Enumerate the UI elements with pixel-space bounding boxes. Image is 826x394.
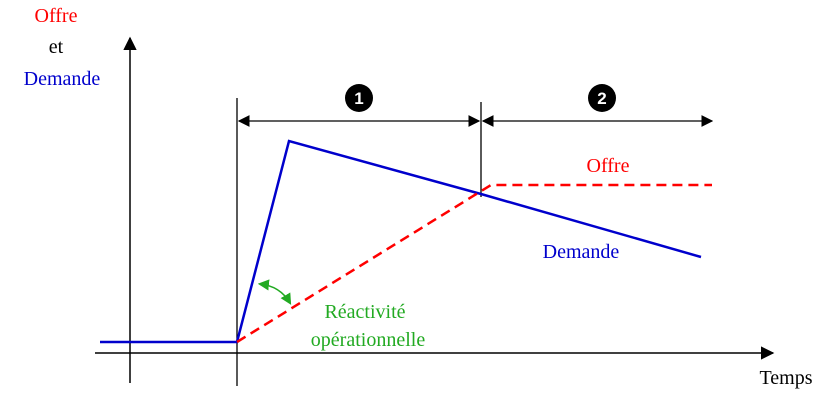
demande-curve-label: Demande — [543, 241, 620, 263]
demande-curve — [100, 139, 702, 344]
reactivite-arc-arrow — [257, 279, 292, 305]
y-axis-label-et: et — [49, 36, 64, 58]
x-axis-label: Temps — [759, 367, 812, 389]
phase-1-number: 1 — [354, 89, 363, 108]
reactivite-label-line2: opérationnelle — [311, 329, 426, 351]
phase-2-badge — [588, 84, 616, 112]
offre-curve-label: Offre — [587, 155, 630, 177]
offre-curve — [236, 183, 712, 344]
y-axis-label-demande: Demande — [24, 68, 101, 90]
y-axis-label-offre: Offre — [35, 5, 78, 27]
phase-2-number: 2 — [597, 89, 606, 108]
reactivite-label-line1: Réactivité — [324, 301, 405, 323]
phase-1-badge — [345, 84, 373, 112]
